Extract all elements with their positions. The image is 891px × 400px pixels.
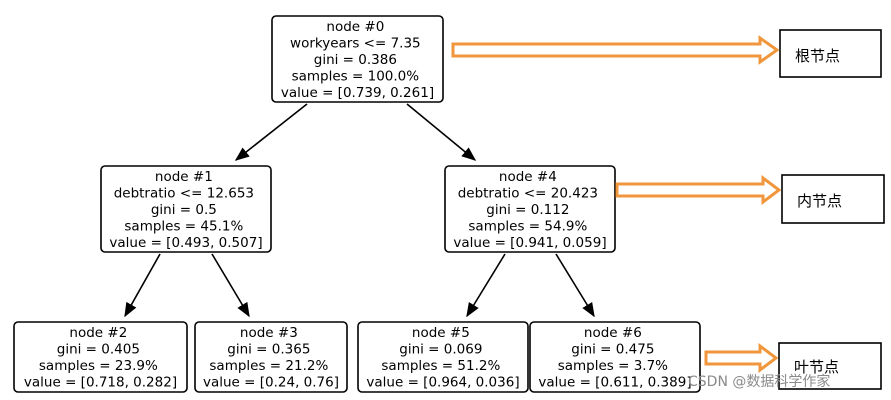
node-box (100, 165, 272, 253)
node-line: samples = 3.7% (558, 358, 668, 374)
node-box (357, 321, 529, 393)
node-line: node #1 (155, 169, 213, 185)
annotation-internal-label: 内节点 (797, 192, 842, 210)
node-label: node #0 workyears <= 7.35 gini = 0.386 s… (281, 19, 434, 101)
node-line: node #2 (69, 325, 127, 341)
node-line: gini = 0.475 (571, 342, 654, 358)
node-line: gini = 0.069 (399, 342, 482, 358)
node-line: value = [0.24, 0.76] (203, 375, 339, 391)
node-label: node #1 debtratio <= 12.653 gini = 0.5 s… (109, 169, 262, 251)
edge-1-3 (211, 253, 250, 318)
node-line: workyears <= 7.35 (290, 36, 421, 52)
annotation-box (781, 174, 885, 224)
tree-node-3: node #3 gini = 0.365 samples = 21.2% val… (194, 321, 348, 393)
annotation-box (779, 29, 882, 78)
annotation-root: 根节点 (779, 29, 882, 78)
node-label: node #3 gini = 0.365 samples = 21.2% val… (203, 325, 339, 391)
node-line: value = [0.493, 0.507] (109, 235, 262, 251)
node-box (529, 321, 701, 393)
node-box (13, 321, 188, 393)
tree-node-2: node #2 gini = 0.405 samples = 23.9% val… (13, 321, 188, 393)
edge-1-2 (124, 253, 161, 318)
node-label: node #2 gini = 0.405 samples = 23.9% val… (24, 325, 177, 391)
node-line: debtratio <= 12.653 (114, 186, 254, 202)
node-label: node #5 gini = 0.069 samples = 51.2% val… (366, 325, 519, 391)
node-line: node #0 (326, 19, 384, 35)
tree-node-0: node #0 workyears <= 7.35 gini = 0.386 s… (271, 15, 444, 103)
watermark-text: CSDN @数据科学作家 (688, 373, 830, 390)
node-line: samples = 54.9% (468, 219, 587, 235)
annotation-root-label: 根节点 (795, 47, 840, 65)
tree-node-5: node #5 gini = 0.069 samples = 51.2% val… (357, 321, 529, 393)
node-line: gini = 0.386 (314, 52, 397, 68)
node-line: node #6 (584, 325, 642, 341)
node-line: debtratio <= 20.423 (458, 186, 598, 202)
node-line: gini = 0.112 (486, 202, 569, 218)
node-line: samples = 51.2% (381, 358, 500, 374)
edge-0-4 (406, 103, 477, 161)
node-line: samples = 23.9% (39, 358, 158, 374)
node-line: node #5 (412, 325, 470, 341)
node-line: gini = 0.5 (151, 202, 217, 218)
node-line: value = [0.941, 0.059] (453, 235, 606, 251)
annotation-leaf-label: 叶节点 (794, 358, 839, 376)
edge-4-5 (466, 253, 506, 318)
tree-node-4: node #4 debtratio <= 20.423 gini = 0.112… (444, 165, 616, 253)
node-line: samples = 21.2% (209, 358, 328, 374)
edge-0-1 (234, 103, 308, 161)
node-line: gini = 0.405 (57, 342, 140, 358)
node-box (194, 321, 348, 393)
annotation-leaf: 叶节点 (778, 342, 882, 390)
node-line: samples = 45.1% (124, 219, 243, 235)
orange-arrow-leaf (704, 343, 779, 373)
tree-node-1: node #1 debtratio <= 12.653 gini = 0.5 s… (100, 165, 272, 253)
annotation-internal: 内节点 (781, 174, 885, 224)
node-box (444, 165, 616, 253)
orange-arrow-internal (615, 175, 782, 205)
node-box (271, 15, 444, 103)
node-line: node #4 (499, 169, 557, 185)
node-line: node #3 (240, 325, 298, 341)
orange-arrow-root (451, 35, 780, 65)
node-line: value = [0.964, 0.036] (366, 375, 519, 391)
edge-4-6 (555, 253, 595, 318)
node-line: value = [0.611, 0.389] (538, 375, 691, 391)
node-line: samples = 100.0% (292, 69, 420, 85)
tree-node-6: node #6 gini = 0.475 samples = 3.7% valu… (529, 321, 701, 393)
node-label: node #6 gini = 0.475 samples = 3.7% valu… (538, 325, 691, 391)
node-label: node #4 debtratio <= 20.423 gini = 0.112… (453, 169, 606, 251)
node-line: gini = 0.365 (227, 342, 310, 358)
annotation-box (778, 342, 882, 390)
node-line: value = [0.739, 0.261] (281, 85, 434, 101)
tree-edges (124, 103, 595, 318)
node-line: value = [0.718, 0.282] (24, 375, 177, 391)
